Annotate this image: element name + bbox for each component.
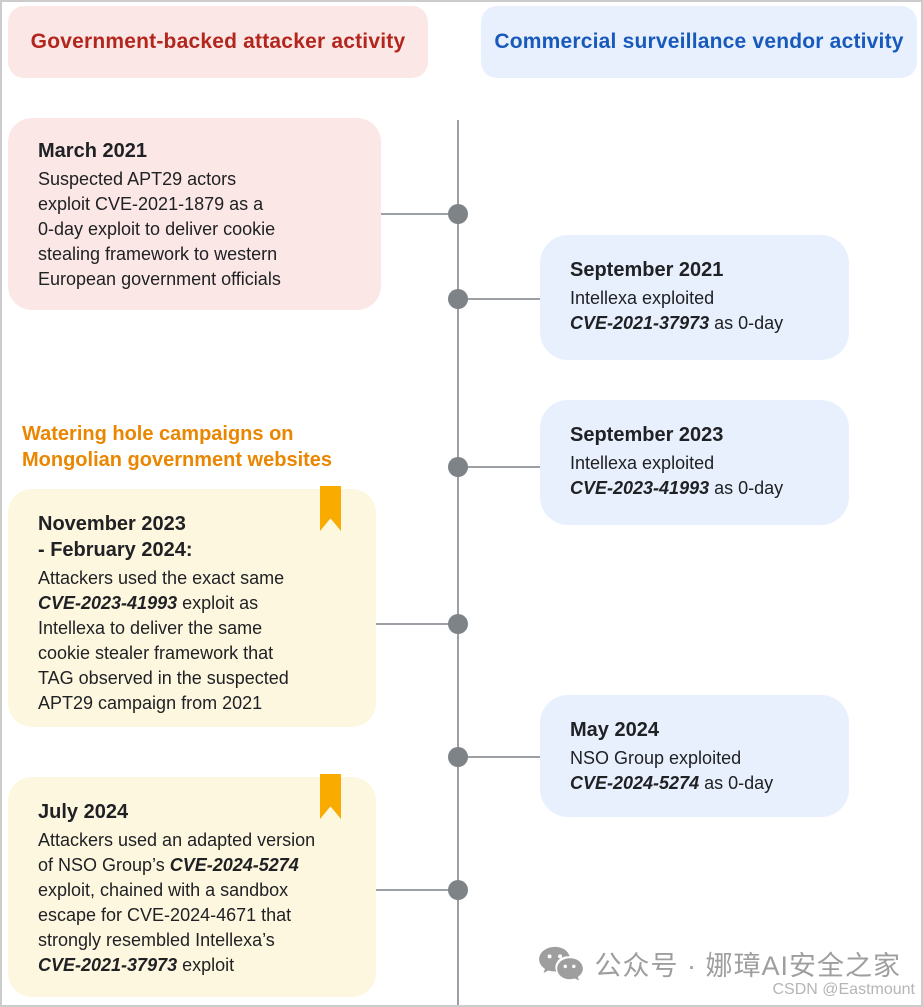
event-title-may2024: May 2024 — [570, 719, 659, 741]
connector-march2021 — [380, 213, 459, 215]
event-title-sep2021: September 2021 — [570, 259, 724, 281]
watermark-sub-text: CSDN @Eastmount — [772, 981, 915, 998]
connector-sep2023 — [459, 466, 542, 468]
event-title-march2021: March 2021 — [38, 140, 147, 162]
timeline-dot-may2024 — [448, 747, 468, 767]
event-card-nov2023: November 2023 - February 2024: Attackers… — [8, 486, 376, 727]
event-card-sep2023: September 2023 Intellexa exploited CVE-2… — [540, 400, 849, 525]
timeline-axis — [457, 120, 459, 1005]
event-body-nov2023: Attackers used the exact same CVE-2023-4… — [38, 568, 289, 713]
timeline-dot-nov2023 — [448, 614, 468, 634]
event-title-nov2023: November 2023 - February 2024: — [38, 513, 193, 561]
timeline-dot-march2021 — [448, 204, 468, 224]
event-body-sep2023: Intellexa exploited CVE-2023-41993 as 0-… — [570, 453, 784, 498]
wechat-icon — [539, 946, 584, 981]
event-card-march2021: March 2021 Suspected APT29 actors exploi… — [8, 118, 381, 310]
watering-hole-heading: Watering hole campaigns on Mongolian gov… — [22, 423, 333, 471]
event-title-sep2023: September 2023 — [570, 424, 724, 446]
bookmark-icon — [320, 486, 341, 531]
header-government-backed-label: Government-backed attacker activity — [30, 30, 406, 53]
event-card-jul2024: July 2024 Attackers used an adapted vers… — [8, 774, 376, 997]
timeline-dot-sep2021 — [448, 289, 468, 309]
event-body-sep2021: Intellexa exploited CVE-2021-37973 as 0-… — [570, 288, 784, 333]
header-commercial-vendor: Commercial surveillance vendor activity — [481, 6, 917, 78]
bookmark-icon — [320, 774, 341, 819]
event-body-jul2024: Attackers used an adapted version of NSO… — [38, 830, 316, 975]
header-commercial-vendor-label: Commercial surveillance vendor activity — [494, 30, 904, 53]
watermark: 公众号 · 娜璋AI安全之家 CSDN @Eastmount — [538, 944, 915, 999]
event-card-may2024: May 2024 NSO Group exploited CVE-2024-52… — [540, 695, 849, 817]
connector-sep2021 — [459, 298, 542, 300]
event-title-jul2024: July 2024 — [38, 801, 129, 823]
watermark-main-text: 公众号 · 娜璋AI安全之家 — [594, 951, 901, 981]
event-card-sep2021: September 2021 Intellexa exploited CVE-2… — [540, 235, 849, 360]
event-body-march2021: Suspected APT29 actors exploit CVE-2021-… — [38, 169, 281, 289]
header-government-backed: Government-backed attacker activity — [8, 6, 428, 78]
timeline-dot-jul2024 — [448, 880, 468, 900]
event-body-may2024: NSO Group exploited CVE-2024-5274 as 0-d… — [570, 748, 774, 793]
connector-nov2023 — [375, 623, 459, 625]
timeline-dot-sep2023 — [448, 457, 468, 477]
connector-jul2024 — [375, 889, 459, 891]
connector-may2024 — [459, 756, 542, 758]
